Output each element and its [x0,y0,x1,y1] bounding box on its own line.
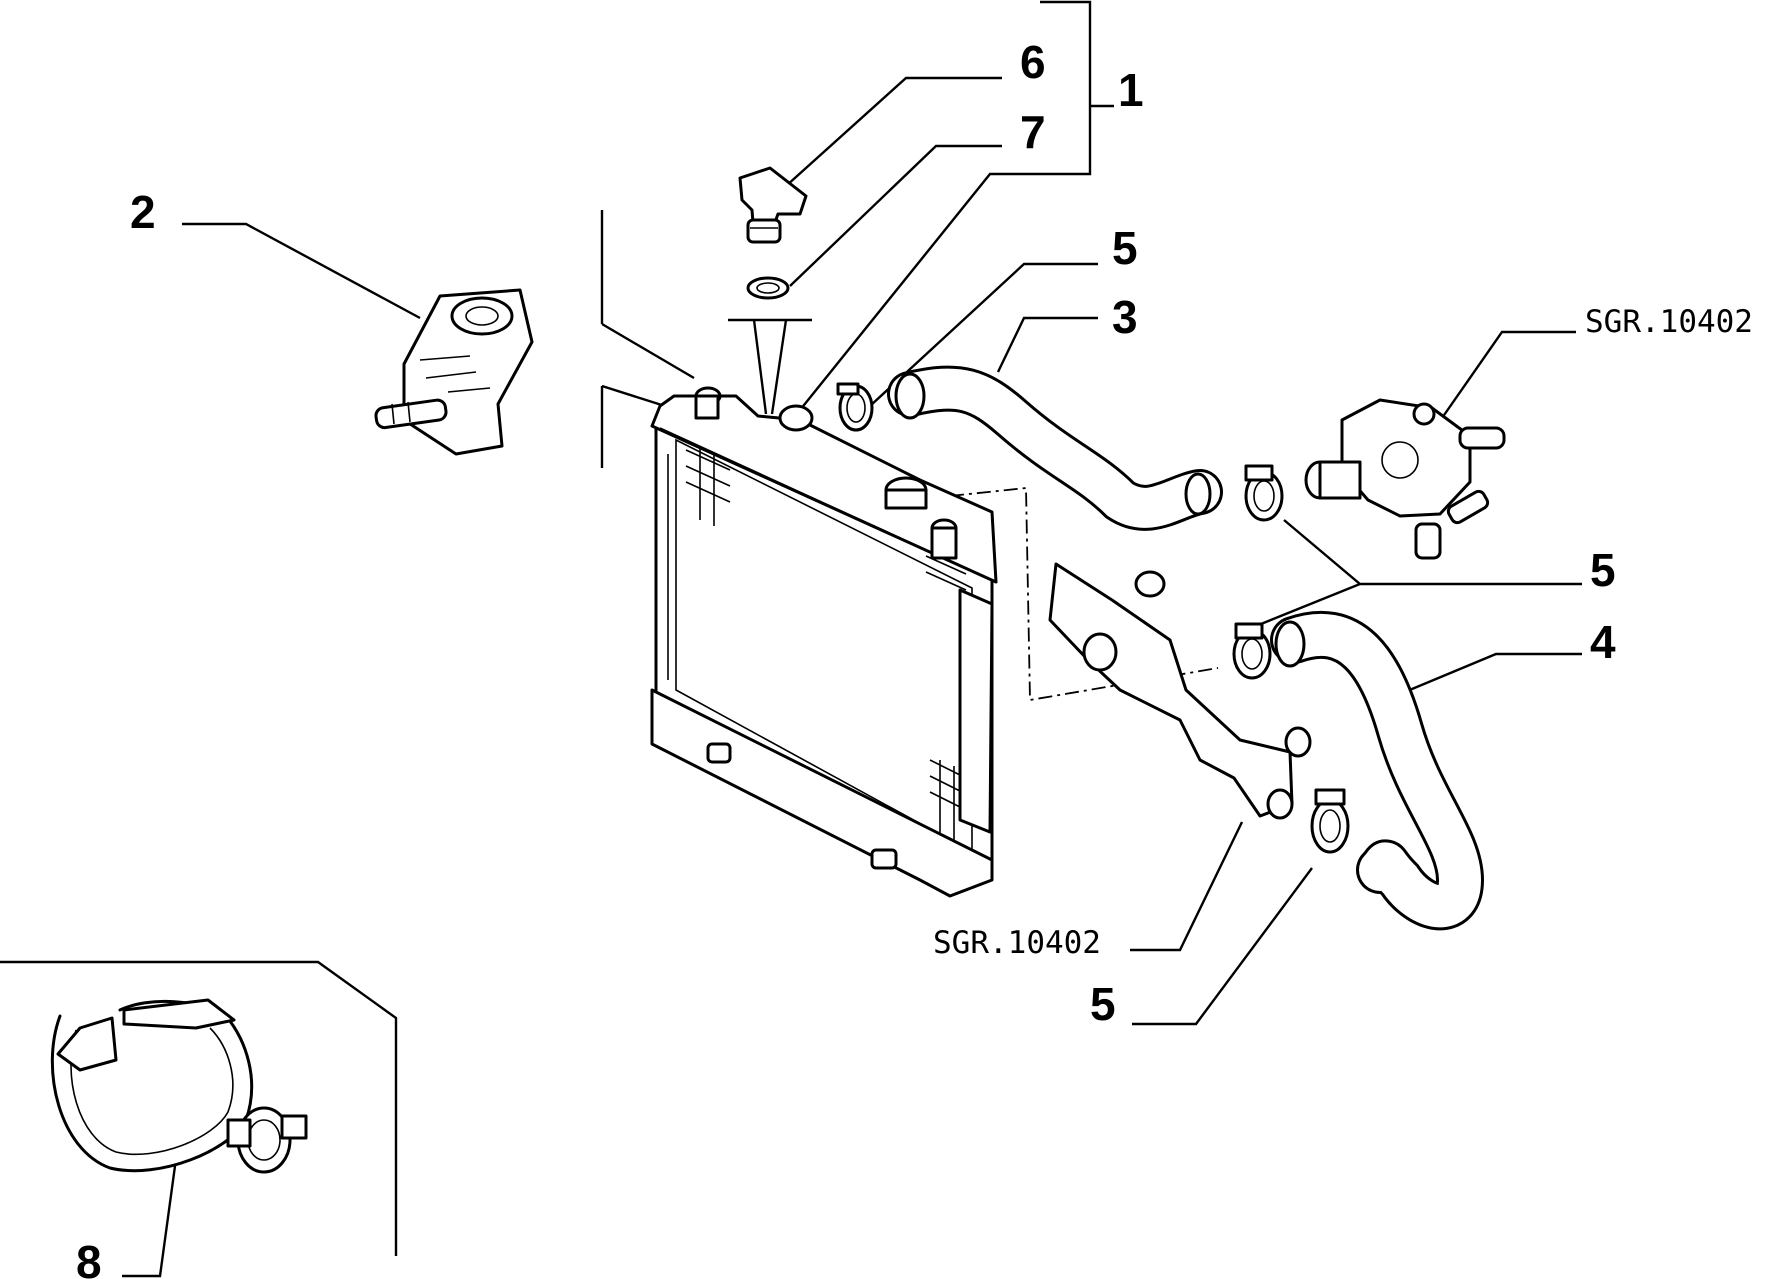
callout-5-lower: 5 [1090,978,1116,1030]
leader-5-lower [1132,867,1313,1026]
leader-2 [182,222,421,320]
mounting-bracket-part-2 [374,288,534,456]
upper-hose-part-3 [887,365,1223,531]
leader-6 [785,76,1002,187]
leader-3 [996,316,1098,373]
leader-8 [122,1143,180,1278]
leader-1-bracket [799,0,1092,411]
cap-axis-a [752,319,768,415]
clamp-part-5-d [1310,788,1350,854]
callout-5-upper: 5 [1112,222,1138,274]
callout-7: 7 [1020,106,1046,158]
callout-5-right: 5 [1590,544,1616,596]
seal-part-7 [746,276,790,300]
clamp-band-part-8 [50,998,308,1174]
reference-pipe: SGR.10402 [933,925,1101,961]
leader-ref-pipe [1130,821,1244,952]
coolant-pipe-reference [1048,562,1312,820]
callout-8: 8 [76,1236,102,1279]
leader-5-upper [869,262,1098,407]
clamp-part-5-b [1244,464,1284,522]
clamp-part-5-c [1232,622,1272,680]
callout-2: 2 [130,186,156,238]
cap-part-6 [738,166,808,244]
callout-3: 3 [1112,291,1138,343]
lower-hose-part-4 [1270,611,1485,931]
bracket-top-diag [601,322,695,380]
leader-5-right-b [1255,582,1361,628]
reference-thermostat: SGR.10402 [1585,304,1753,340]
radiator-part-1 [650,386,998,898]
leader-4 [1399,652,1582,696]
thermostat-housing-reference [1304,398,1506,560]
frame-8 [0,960,398,1256]
clamp-part-5-a [836,382,874,432]
leader-ref-thermostat [1441,330,1576,419]
callout-6: 6 [1020,36,1046,88]
cap-axis-b [770,319,788,415]
callout-1: 1 [1118,64,1144,116]
leader-7 [789,144,1002,287]
callout-4: 4 [1590,616,1616,668]
